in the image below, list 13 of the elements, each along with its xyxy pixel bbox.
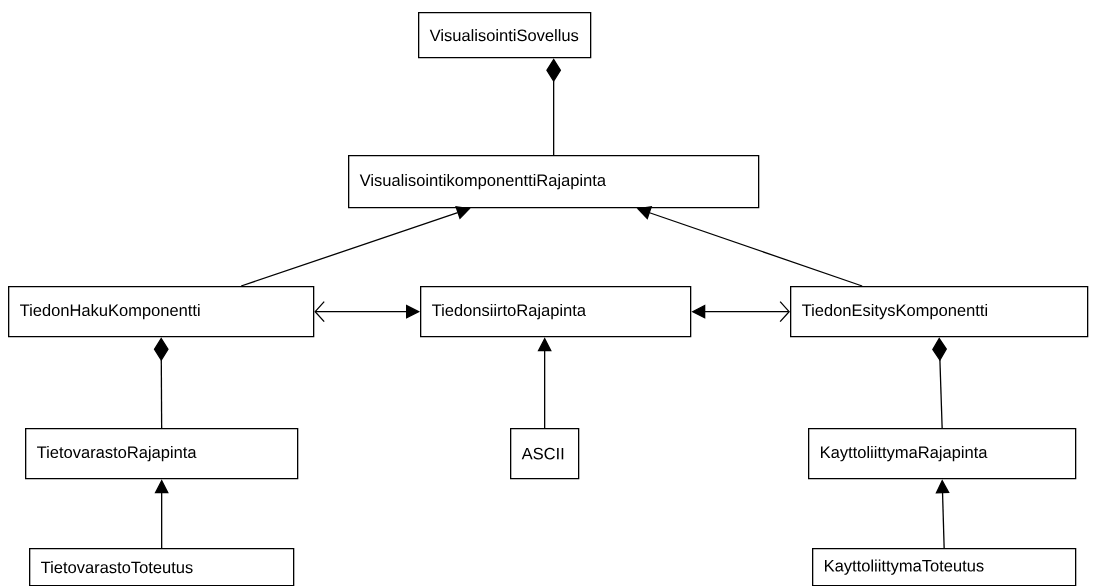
class-box: TietovarastoToteutus — [29, 548, 295, 586]
class-box: TietovarastoRajapinta — [25, 428, 299, 480]
class-box: TiedonsiirtoRajapinta — [420, 286, 692, 338]
class-box: KayttoliittymaToteutus — [812, 548, 1077, 586]
class-box: TiedonHakuKomponentti — [8, 286, 315, 338]
class-box: TiedonEsitysKomponentti — [790, 286, 1089, 338]
arrow — [546, 58, 562, 156]
arrow — [314, 301, 420, 323]
class-box: KayttoliittymaRajapinta — [808, 428, 1077, 480]
class-box: ASCII — [510, 428, 580, 480]
arrow — [153, 337, 169, 429]
class-box: VisualisointiSovellus — [418, 12, 592, 59]
class-box: VisualisointikomponenttiRajapinta — [348, 155, 760, 209]
